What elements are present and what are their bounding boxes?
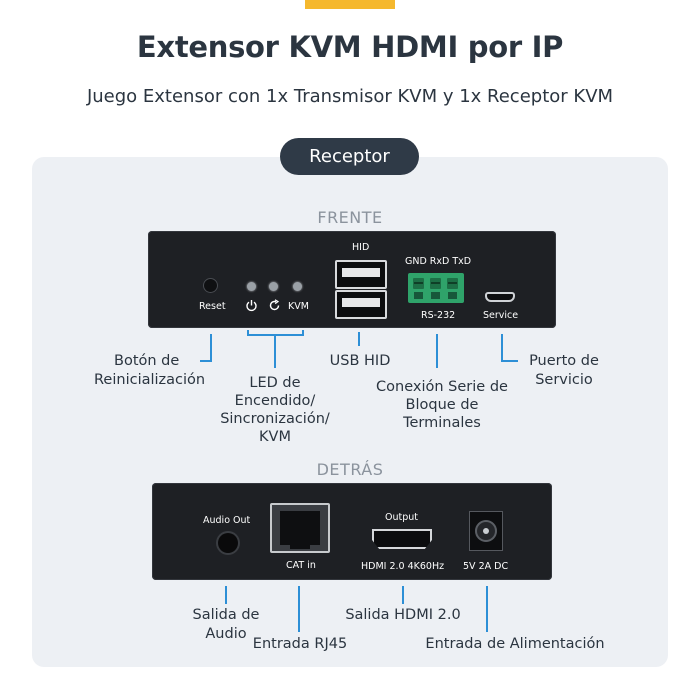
usb-port-top	[335, 260, 387, 289]
terminal-block	[408, 273, 464, 303]
rs232-label: RS-232	[421, 310, 456, 321]
callout-rj45: Entrada RJ45	[252, 636, 348, 652]
accent-bar	[305, 0, 395, 9]
audio-jack	[218, 533, 238, 553]
sync-icon	[269, 299, 280, 311]
sync-led	[269, 282, 278, 291]
back-section-label: DETRÁS	[316, 460, 384, 479]
callout-serial-line2: Bloque de	[405, 397, 479, 413]
page-subtitle: Juego Extensor con 1x Transmisor KVM y 1…	[86, 86, 614, 107]
callout-led-line1: LED de	[249, 375, 301, 391]
cat-in-label: CAT in	[286, 560, 316, 571]
callout-serial-line1: Conexión Serie de	[376, 379, 508, 395]
callout-led-line2: Encendido/	[234, 393, 316, 409]
hdmi-spec-label: HDMI 2.0 4K60Hz	[361, 561, 445, 572]
kvm-label: KVM	[288, 301, 309, 312]
callout-serial-line3: Terminales	[403, 415, 481, 431]
receptor-badge: Receptor	[280, 138, 419, 175]
hdmi-port	[372, 529, 432, 549]
kvm-led	[293, 282, 302, 291]
page-title: Extensor KVM HDMI por IP	[136, 30, 564, 64]
power-icon	[246, 300, 257, 312]
hid-label: HID	[352, 242, 370, 253]
terminal-pin-labels: GND RxD TxD	[405, 256, 472, 267]
usb-port-bottom	[335, 290, 387, 319]
front-section-label: FRENTE	[317, 208, 383, 227]
callout-usb-hid: USB HID	[329, 353, 391, 369]
callout-service-line2: Servicio	[535, 372, 593, 388]
callout-led-line4: KVM	[259, 429, 291, 445]
callout-audio-line1: Salida de	[192, 607, 260, 623]
power-led	[247, 282, 256, 291]
callout-audio-line2: Audio	[205, 626, 247, 642]
rj45-port	[270, 503, 330, 553]
dc-spec-label: 5V 2A DC	[463, 561, 509, 572]
service-label: Service	[483, 310, 519, 321]
reset-label: Reset	[199, 301, 226, 312]
audio-out-label: Audio Out	[203, 515, 251, 526]
callout-hdmi-output: Salida HDMI 2.0	[345, 607, 461, 623]
micro-usb-port	[485, 292, 515, 302]
callout-reset-line1: Botón de	[114, 353, 180, 369]
callout-reset-line2: Reinicialización	[94, 372, 206, 388]
callout-service-line1: Puerto de	[529, 353, 599, 369]
reset-button	[203, 278, 218, 293]
dc-power-jack	[469, 511, 503, 551]
callout-led-line3: Sincronización/	[220, 411, 330, 427]
receiver-front-panel: Reset KVM HID GND RxD TxD RS-232 Service	[148, 231, 556, 328]
output-label: Output	[385, 512, 418, 523]
receiver-back-panel: Audio Out CAT in Output HDMI 2.0 4K60Hz …	[152, 483, 552, 580]
callout-power-input: Entrada de Alimentación	[425, 636, 605, 652]
